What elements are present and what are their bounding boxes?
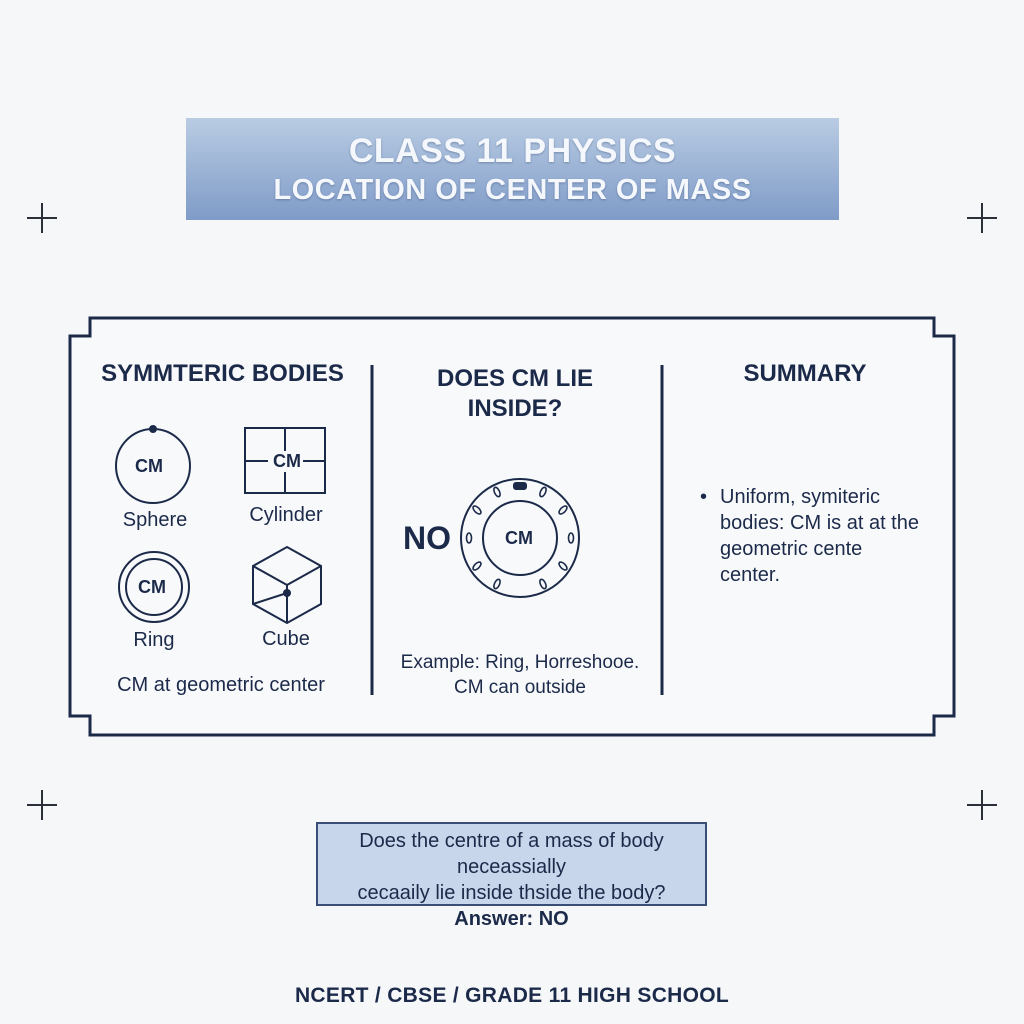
bullet-marker: • [700, 486, 708, 508]
ring-cm-label: CM [138, 577, 166, 597]
cm-inside-heading-line2: INSIDE? [467, 395, 563, 422]
summary-text: Uniform, symiteric bodies: CM is at at t… [720, 484, 930, 588]
question-line1: Does the centre of a mass of body neceas… [359, 830, 664, 878]
example-caption-line2: CM can outside [453, 677, 586, 698]
sphere-label: Sphere [122, 509, 188, 531]
crosshair-mark-bottom-left [27, 790, 57, 820]
symmetric-caption: CM at geometric center [117, 674, 325, 696]
example-caption-line1: Example: Ring, Horreshooe. [400, 652, 640, 673]
answer-line: Answer: NO [454, 908, 569, 930]
summary-line: bodies: CM is at at the [720, 512, 919, 534]
cube-label: Cube [262, 628, 310, 650]
title-banner: CLASS 11 PHYSICS LOCATION OF CENTER OF M… [186, 118, 839, 220]
symmetric-bodies-heading: SYMMTERIC BODIES [101, 360, 344, 387]
summary-line: Uniform, symiteric [720, 486, 881, 508]
sphere-icon [115, 425, 191, 504]
horseshoe-cm-label: CM [505, 528, 533, 548]
cm-inside-heading-line1: DOES CM LIE [436, 365, 593, 392]
cube-icon [252, 545, 322, 625]
horseshoe-ring-icon [460, 478, 580, 598]
ring-label: Ring [133, 629, 175, 651]
banner-title: CLASS 11 PHYSICS [348, 132, 677, 170]
cylinder-label: Cylinder [249, 504, 323, 526]
footer-text: NCERT / CBSE / GRADE 11 HIGH SCHOOL [294, 984, 730, 1007]
banner-subtitle: LOCATION OF CENTER OF MASS [273, 174, 752, 206]
crosshair-mark-bottom-right [967, 790, 997, 820]
panel-frame [68, 316, 956, 737]
crosshair-mark-top-right [967, 203, 997, 233]
answer-no-label: NO [403, 520, 451, 556]
crosshair-mark-top-left [27, 203, 57, 233]
summary-line: geometric cente [720, 538, 863, 560]
question-line2: cecaaily lie inside thside the body? [357, 882, 666, 904]
cylinder-cm-label: CM [271, 451, 303, 472]
summary-heading: SUMMARY [743, 360, 867, 387]
ring-icon [118, 551, 190, 623]
summary-line: center. [720, 564, 781, 586]
sphere-cm-label: CM [135, 456, 163, 476]
question-answer-box: Does the centre of a mass of body neceas… [316, 822, 707, 930]
